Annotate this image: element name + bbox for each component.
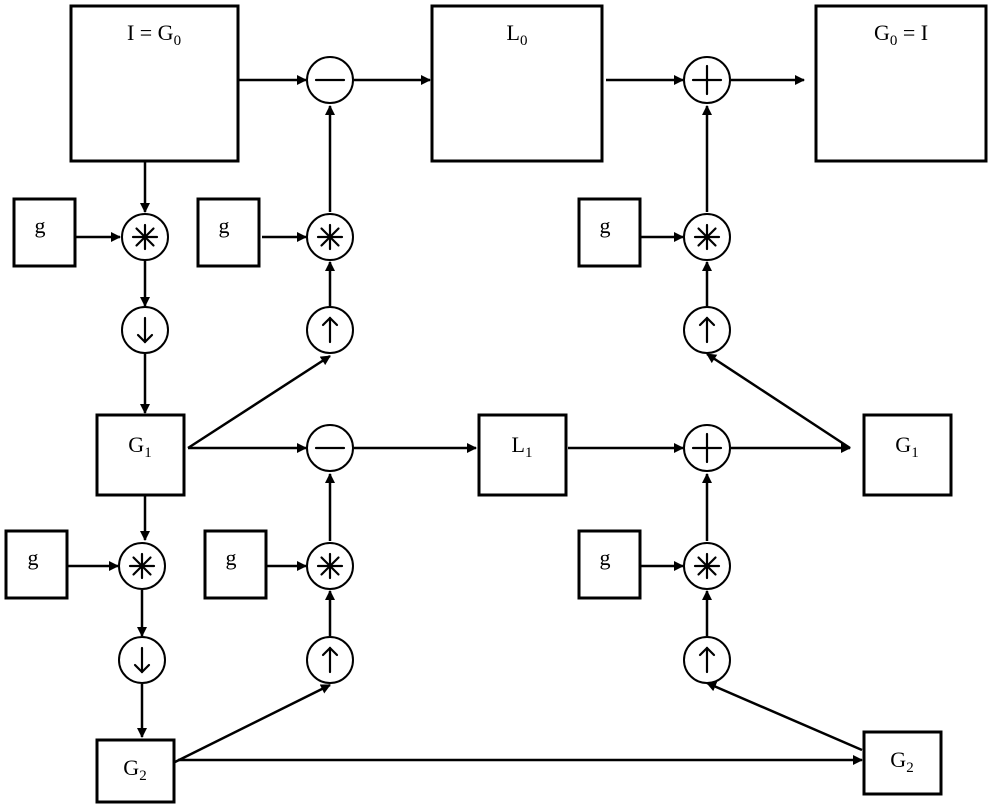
kernel-box-5: g: [203, 529, 268, 600]
upsample-icon: [683, 636, 731, 684]
kernel-label: g: [600, 545, 611, 570]
kernel-box-1: g: [12, 197, 77, 268]
kernel-label: g: [600, 213, 611, 238]
box-gaussian-g2-right: G2: [862, 730, 943, 796]
convolve-icon: [306, 213, 354, 261]
downsample-icon: [118, 636, 166, 684]
arrow-g1-to-up: [187, 354, 331, 450]
kernel-label: g: [35, 213, 46, 238]
box-output-g0: G0 = I: [814, 4, 988, 163]
kernel-label: g: [28, 545, 39, 570]
subtract-icon: [306, 56, 354, 104]
box-laplacian-l0: L0: [430, 4, 604, 163]
add-icon: [683, 56, 731, 104]
upsample-icon: [306, 636, 354, 684]
downsample-icon: [121, 306, 169, 354]
box-input-g0: I = G0: [69, 4, 240, 163]
box-input-g0-label: I = G0: [127, 20, 181, 49]
box-laplacian-l1-label: L1: [512, 432, 533, 461]
kernel-box-3: g: [577, 197, 642, 268]
convolve-icon: [121, 213, 169, 261]
box-laplacian-l1: L1: [477, 413, 568, 497]
subtract-icon: [306, 424, 354, 472]
arrow-g1-to-up-right: [706, 352, 851, 450]
box-laplacian-l0-label: L0: [507, 20, 528, 49]
box-gaussian-g2-left: G2: [95, 738, 176, 804]
convolve-icon: [683, 213, 731, 261]
box-gaussian-g1-left-label: G1: [128, 432, 151, 461]
add-icon: [683, 424, 731, 472]
box-output-g0-label: G0 = I: [874, 20, 928, 49]
box-gaussian-g1-left: G1: [95, 413, 186, 497]
box-gaussian-g1-right: G1: [862, 413, 953, 497]
kernel-box-4: g: [4, 529, 69, 600]
arrow-g2-to-up: [174, 683, 331, 764]
box-gaussian-g2-left-label: G2: [123, 755, 146, 784]
convolve-icon: [118, 542, 166, 590]
convolve-icon: [306, 542, 354, 590]
convolve-icon: [683, 542, 731, 590]
box-gaussian-g2-right-label: G2: [890, 747, 913, 776]
arrow-g2-to-up-right: [706, 681, 863, 752]
kernel-box-2: g: [196, 197, 261, 268]
kernel-box-6: g: [577, 529, 642, 600]
box-gaussian-g1-right-label: G1: [895, 432, 918, 461]
kernel-label: g: [219, 213, 230, 238]
upsample-icon: [306, 306, 354, 354]
connectors: [68, 75, 863, 765]
upsample-icon: [683, 306, 731, 354]
kernel-label: g: [226, 545, 237, 570]
